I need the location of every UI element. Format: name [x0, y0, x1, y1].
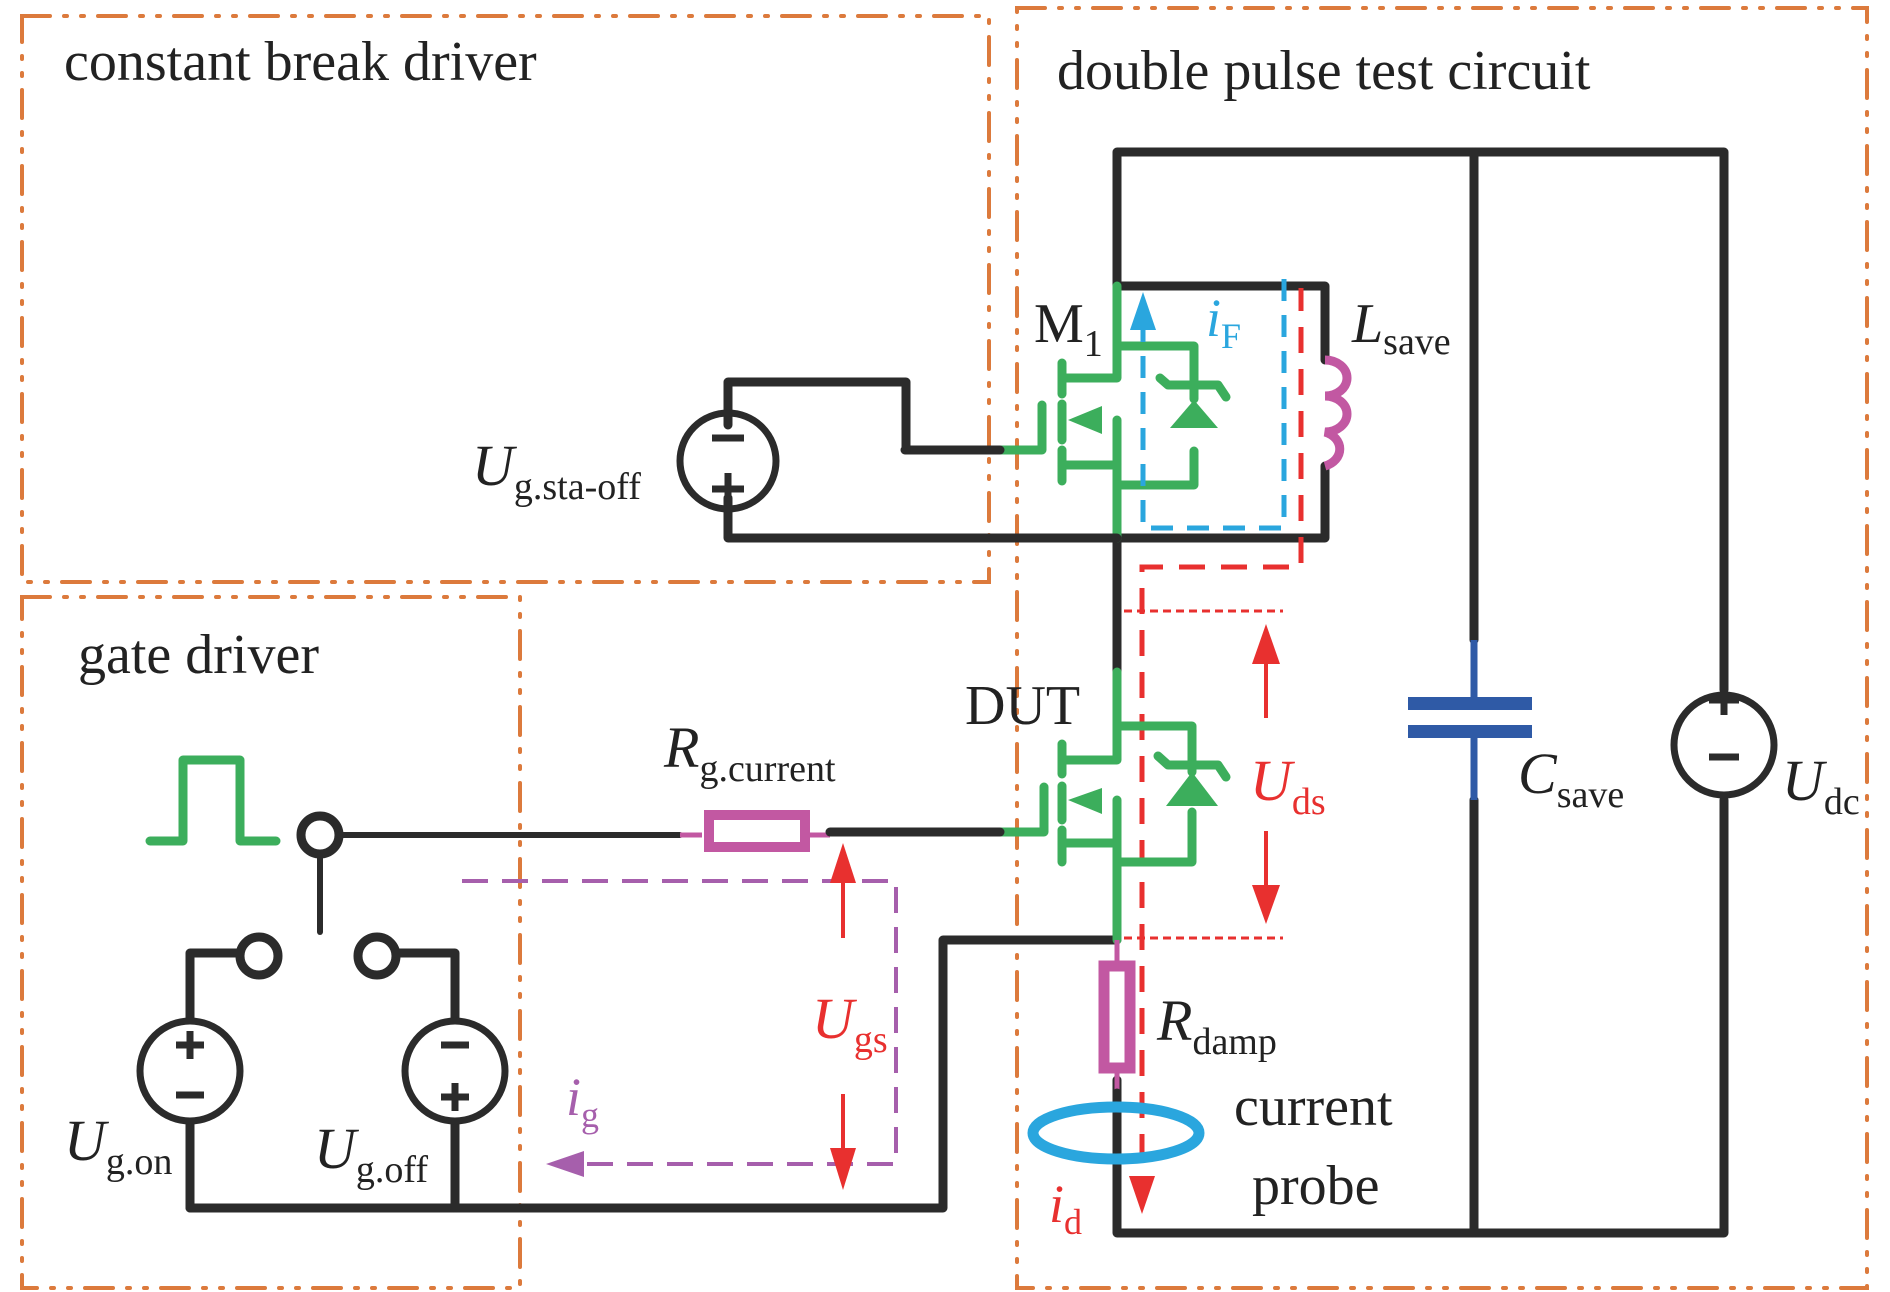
dut-label-text: DUT [965, 675, 1080, 737]
region-boxes [20, 6, 1869, 1290]
current-probe-label-line2: probe [1252, 1155, 1380, 1217]
dut-body-arrow [1068, 788, 1102, 814]
if-arrow-icon [1130, 292, 1156, 330]
if-current-path [1130, 276, 1287, 531]
constant-break-driver-box [20, 14, 991, 584]
dut-diode [1166, 772, 1218, 806]
l-save-label: Lsave [1351, 293, 1451, 363]
uds-label: Uds [1250, 748, 1326, 823]
constant-break-driver-title: constant break driver [64, 31, 537, 93]
dut-mosfet [995, 667, 1231, 945]
if-label: iF [1206, 288, 1241, 356]
c-save-label: Csave [1518, 741, 1624, 816]
u-goff-label: Ug.off [314, 1116, 428, 1191]
gate-path [336, 810, 1005, 852]
current-probe-label-line1: current [1234, 1076, 1393, 1138]
gate-driver-title: gate driver [78, 624, 319, 686]
l-save-inductor [1323, 355, 1352, 471]
uds-down-arrow-icon [1252, 885, 1280, 924]
u-gon-source [136, 948, 245, 1213]
u-sta-off-source [676, 377, 1122, 543]
c-save-capacitor [1408, 640, 1532, 800]
u-dc-label: Udc [1782, 748, 1860, 823]
id-label: id [1049, 1174, 1082, 1242]
ig-current-path [462, 879, 898, 1177]
ugs-down-arrow-icon [830, 1148, 856, 1190]
ugs-annotation [830, 843, 856, 1190]
double-pulse-title: double pulse test circuit [1057, 40, 1591, 102]
id-arrow-icon [1129, 1176, 1155, 1214]
uds-annotation [1124, 609, 1283, 940]
u-gon-label: Ug.on [64, 1108, 172, 1183]
r-damp-label: Rdamp [1156, 988, 1277, 1063]
u-dc-source [1670, 685, 1778, 799]
ig-arrow-icon [546, 1151, 584, 1177]
ig-label: ig [566, 1067, 599, 1135]
u-goff-source [391, 948, 509, 1213]
r-gate-resistor [704, 810, 810, 852]
double-pulse-box [1015, 6, 1869, 1290]
pulse-waveform-icon [145, 755, 281, 846]
uds-up-arrow-icon [1252, 624, 1280, 664]
current-probe-icon [1027, 1101, 1205, 1165]
u-sta-off-label: Ug.sta-off [472, 433, 641, 508]
m1-diode [1170, 400, 1218, 428]
r-damp-resistor [1098, 940, 1136, 1105]
ugs-up-arrow-icon [830, 843, 856, 883]
ugs-label: Ugs [812, 986, 888, 1061]
m1-body-arrow [1068, 406, 1102, 434]
m1-label: M1 [1034, 293, 1103, 365]
gate-driver-box [20, 595, 522, 1290]
r-gate-label: Rg.current [663, 715, 836, 790]
